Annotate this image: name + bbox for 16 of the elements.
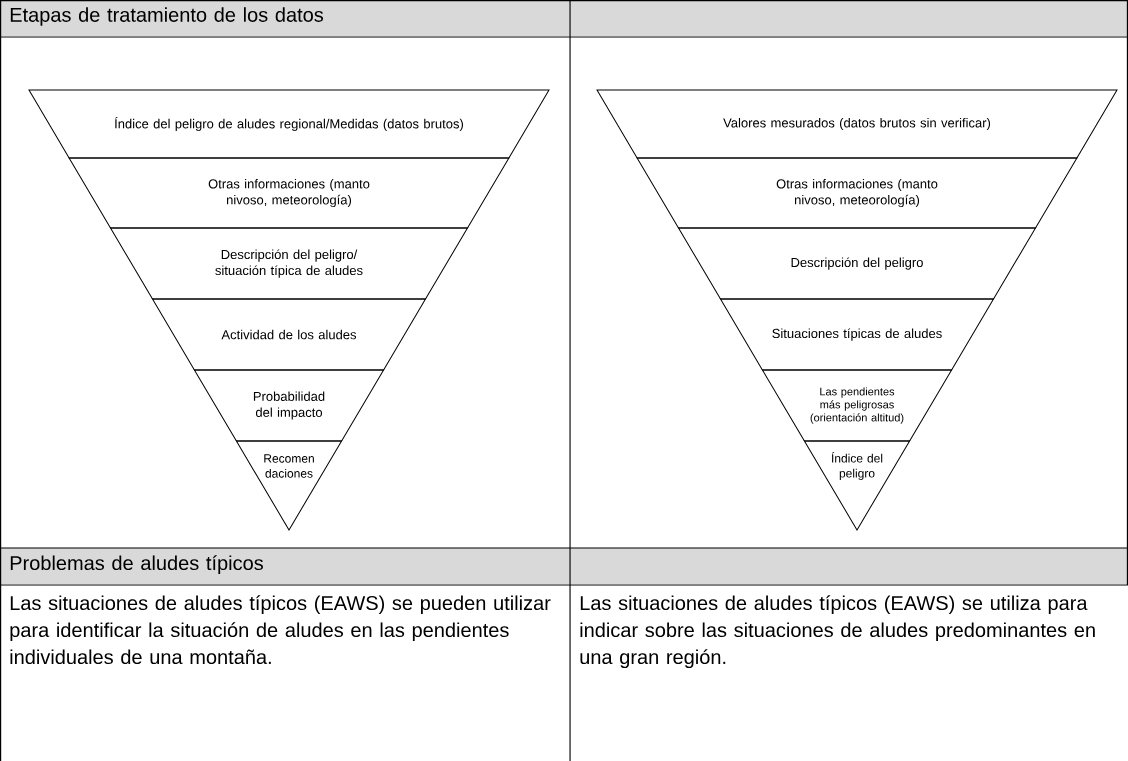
pyramid-band: Índice del peligro bbox=[803, 440, 911, 531]
paragraph: Las situaciones de aludes típicos (EAWS) se pueden utilizar para identificar la situación de aludes en las pendientes individuales de una montaña. bbox=[10, 595, 551, 665]
pyramid-band: Descripción del peligro bbox=[678, 227, 1036, 300]
pyramid-band: Descripción del peligro/ situación típica de aludes bbox=[110, 227, 468, 300]
paragraph: Las situaciones de aludes típicos (EAWS) se utiliza para indicar sobre las situaciones de aludes predominantes en una gran región. bbox=[580, 595, 1095, 669]
pyramid-band: Valores mesurados (datos brutos sin verificar) bbox=[596, 89, 1118, 159]
pyramid-band: Otras informaciones (manto nivoso, meteorología) bbox=[636, 157, 1078, 229]
pyramid-band: Situaciones típicas de aludes bbox=[720, 298, 994, 371]
header-text: Etapas de tratamiento de los datos bbox=[10, 7, 324, 26]
pyramid-band: Índice del peligro de aludes regional/Medidas (datos brutos) bbox=[28, 89, 550, 159]
header-text: Problemas de aludes típicos bbox=[10, 555, 263, 575]
pyramid-band: Probabilidad del impacto bbox=[193, 369, 385, 442]
pyramid-band: Recomen daciones bbox=[235, 440, 343, 531]
pyramid-band: Las pendientes más peligrosas (orientación altitud) bbox=[761, 369, 953, 442]
pyramid-band: Otras informaciones (manto nivoso, meteorología) bbox=[68, 157, 510, 229]
pyramid-band: Actividad de los aludes bbox=[152, 298, 426, 371]
